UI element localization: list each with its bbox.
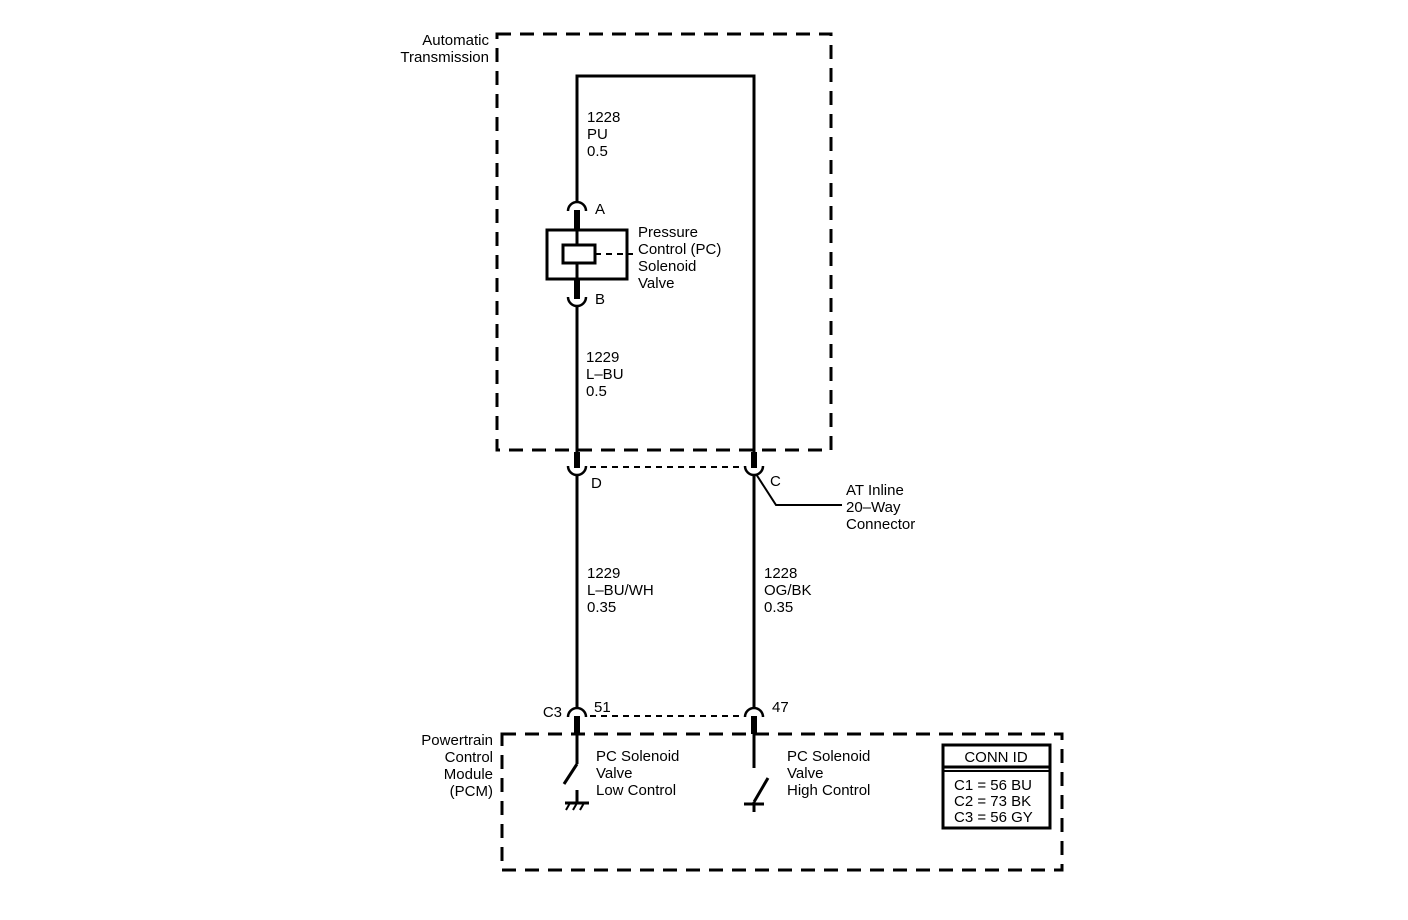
wire-low-right-color: OG/BK bbox=[764, 582, 812, 599]
automatic-transmission-boundary bbox=[495, 32, 833, 452]
low-control-label-line2: Valve bbox=[596, 765, 632, 782]
low-control-switch-icon bbox=[562, 763, 579, 785]
solenoid-pin-a-label: A bbox=[595, 201, 605, 218]
solenoid-pin-b bbox=[574, 279, 580, 299]
wire-mid-circuit: 1229 bbox=[586, 349, 619, 366]
ground-icon-hatch-3 bbox=[579, 802, 585, 811]
solenoid-pin-b-label: B bbox=[595, 291, 605, 308]
high-control-switch-icon bbox=[752, 777, 770, 803]
pcm-pin-51 bbox=[574, 716, 580, 734]
high-control-label-line1: PC Solenoid bbox=[787, 748, 870, 765]
pcm-pin-47 bbox=[751, 716, 757, 734]
conn-id-box bbox=[941, 743, 1052, 830]
pcm-pin-51-label: 51 bbox=[594, 699, 611, 716]
conn-id-title: CONN ID bbox=[964, 749, 1028, 766]
pcm-boundary bbox=[500, 732, 1064, 872]
pcm-label-line1: Powertrain bbox=[421, 732, 493, 749]
conn-id-c2: C2 = 73 BK bbox=[954, 793, 1031, 810]
pcm-terminal-47 bbox=[743, 706, 765, 718]
inline-pin-d-label: D bbox=[591, 475, 602, 492]
pcm-label-line3: Module bbox=[444, 766, 493, 783]
solenoid-label-line3: Solenoid bbox=[638, 258, 696, 275]
conn-id-c3: C3 = 56 GY bbox=[954, 809, 1033, 826]
automatic-transmission-label-line2: Transmission bbox=[400, 49, 489, 66]
inline-connector-label-line3: Connector bbox=[846, 516, 915, 533]
wire-low-right-gauge: 0.35 bbox=[764, 599, 793, 616]
solenoid-label-line4: Valve bbox=[638, 275, 674, 292]
inline-connector-leader bbox=[755, 473, 842, 506]
wire-low-left-circuit: 1229 bbox=[587, 565, 620, 582]
solenoid-pin-a bbox=[574, 210, 580, 230]
pcm-label-line2: Control bbox=[445, 749, 493, 766]
wire-mid-color: L–BU bbox=[586, 366, 624, 383]
pcm-pin-47-label: 47 bbox=[772, 699, 789, 716]
solenoid-label-line2: Control (PC) bbox=[638, 241, 721, 258]
inline-pin-c-label: C bbox=[770, 473, 781, 490]
pcm-label-line4: (PCM) bbox=[450, 783, 493, 800]
pcm-connector-label: C3 bbox=[543, 704, 562, 721]
conn-id-c1: C1 = 56 BU bbox=[954, 777, 1032, 794]
inline-connector-label-line1: AT Inline bbox=[846, 482, 904, 499]
wire-mid-gauge: 0.5 bbox=[586, 383, 607, 400]
solenoid-coil-icon bbox=[561, 243, 597, 265]
inline-connector-label-line2: 20–Way bbox=[846, 499, 901, 516]
pcm-terminal-51 bbox=[566, 706, 588, 718]
low-control-label-line3: Low Control bbox=[596, 782, 676, 799]
wire-low-left-gauge: 0.35 bbox=[587, 599, 616, 616]
ground-icon-hatch-2 bbox=[572, 802, 578, 811]
wire-low-left-color: L–BU/WH bbox=[587, 582, 654, 599]
solenoid-terminal-a bbox=[566, 200, 588, 212]
wire-1228-pu-loop bbox=[575, 74, 756, 460]
high-control-label-line3: High Control bbox=[787, 782, 870, 799]
wire-top-color: PU bbox=[587, 126, 608, 143]
automatic-transmission-label-line1: Automatic bbox=[422, 32, 489, 49]
inline-pin-d bbox=[574, 452, 580, 468]
inline-pin-c bbox=[751, 452, 757, 468]
ground-icon-hatch-1 bbox=[565, 802, 571, 811]
wire-top-circuit: 1228 bbox=[587, 109, 620, 126]
high-control-label-line2: Valve bbox=[787, 765, 823, 782]
low-control-label-line1: PC Solenoid bbox=[596, 748, 679, 765]
wire-top-gauge: 0.5 bbox=[587, 143, 608, 160]
wire-low-right-circuit: 1228 bbox=[764, 565, 797, 582]
solenoid-label-line1: Pressure bbox=[638, 224, 698, 241]
